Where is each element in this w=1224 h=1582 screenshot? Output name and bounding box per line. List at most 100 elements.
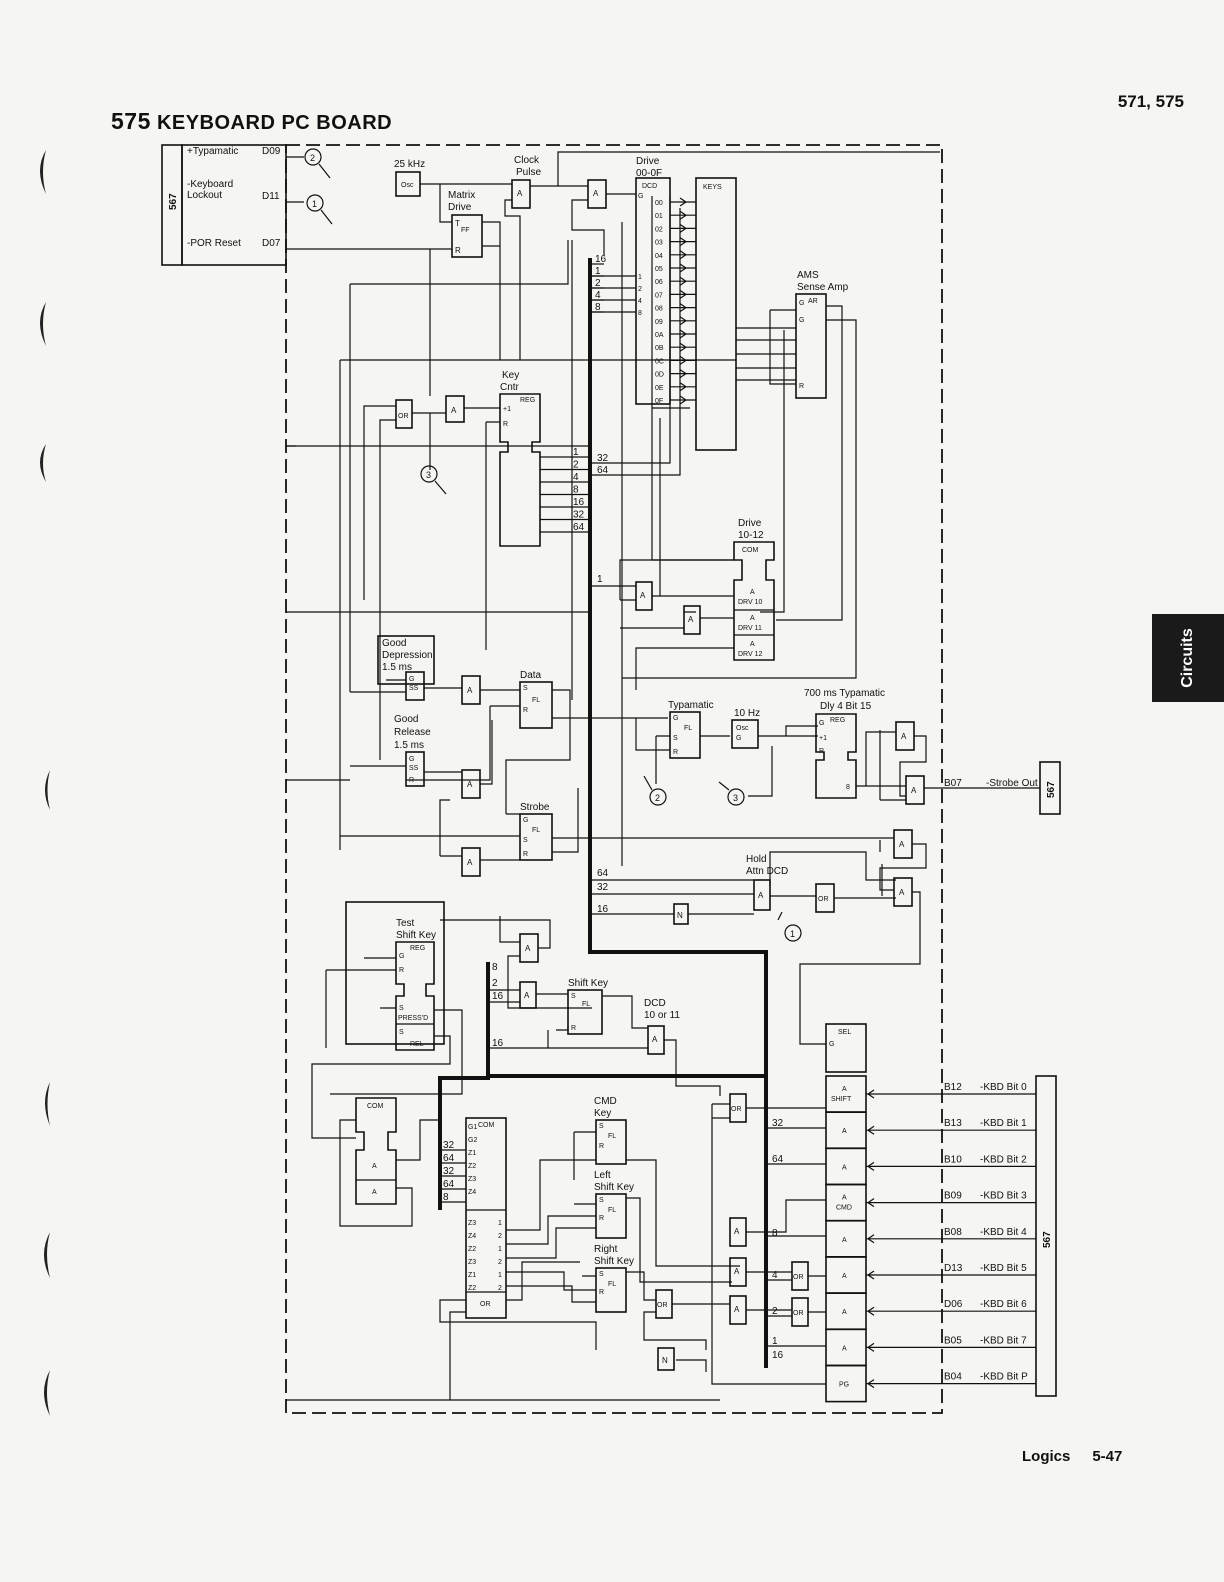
kbd-pin-signal: -KBD Bit 0 [980, 1082, 1027, 1093]
svg-text:OR: OR [398, 413, 409, 420]
com-output-index: 2 [498, 1233, 502, 1240]
svg-text:FL: FL [532, 827, 540, 834]
svg-text:A: A [467, 858, 473, 867]
drive-output-line [670, 276, 696, 286]
output-bit-label: 32 [772, 1118, 784, 1129]
svg-text:Right: Right [594, 1244, 618, 1255]
svg-text:8: 8 [846, 784, 850, 791]
svg-text:A: A [640, 591, 646, 600]
svg-text:+Typamatic: +Typamatic [187, 146, 238, 157]
svg-text:R: R [523, 851, 528, 858]
bus-bit-label: 8 [595, 302, 601, 313]
counter-bit-label: 16 [573, 497, 585, 508]
drive-output-label: 03 [655, 240, 663, 247]
svg-text:Key: Key [502, 370, 519, 381]
svg-text:S: S [523, 837, 528, 844]
drive-output-line [670, 395, 696, 405]
svg-text:1.5 ms: 1.5 ms [394, 740, 424, 751]
kbd-pin-id: D13 [944, 1263, 963, 1274]
counter-bit-label: 2 [573, 460, 579, 471]
drive-output-line [670, 329, 696, 339]
svg-text:2: 2 [492, 978, 498, 989]
com-input-label: Z4 [468, 1189, 476, 1196]
svg-text:Release: Release [394, 727, 431, 738]
drive-output-label: 02 [655, 226, 663, 233]
drive-output-label: 00 [655, 200, 663, 207]
svg-text:A: A [842, 1309, 847, 1316]
svg-text:REG: REG [830, 717, 845, 724]
svg-text:Dly 4 Bit 15: Dly 4 Bit 15 [820, 701, 872, 712]
svg-text:Osc: Osc [401, 182, 414, 189]
model-numbers: 571, 575 [1117, 92, 1184, 111]
svg-text:Shift Key: Shift Key [396, 930, 436, 941]
svg-text:-POR Reset: -POR Reset [187, 238, 241, 249]
svg-text:+1: +1 [819, 735, 827, 742]
drive-output-label: 09 [655, 319, 663, 326]
kbd-pin-id: B04 [944, 1372, 962, 1383]
svg-text:G: G [736, 735, 741, 742]
svg-text:S: S [523, 685, 528, 692]
counter-bit-label: 4 [573, 472, 579, 483]
svg-text:S: S [399, 1005, 404, 1012]
output-bit-label: 4 [772, 1270, 778, 1281]
svg-text:Shift Key: Shift Key [594, 1256, 634, 1267]
drive-output-label: 06 [655, 279, 663, 286]
kbd-pin-signal: -KBD Bit P [980, 1372, 1028, 1383]
svg-text:OR: OR [657, 1302, 668, 1309]
kbd-pin-signal: -KBD Bit 1 [980, 1118, 1027, 1129]
svg-text:A: A [525, 944, 531, 953]
page-title: 575 KEYBOARD PC BOARD [111, 108, 392, 135]
svg-text:OR: OR [480, 1301, 491, 1308]
svg-text:-Strobe Out: -Strobe Out [986, 778, 1038, 789]
svg-text:A: A [842, 1164, 847, 1171]
footer-section: Logics [1022, 1448, 1071, 1465]
kbd-pin-id: B08 [944, 1227, 962, 1238]
svg-text:Good: Good [394, 714, 418, 725]
drive-output-label: 08 [655, 306, 663, 313]
svg-text:Shift Key: Shift Key [568, 978, 608, 989]
svg-text:S: S [673, 735, 678, 742]
com-output-index: 1 [498, 1246, 502, 1253]
svg-text:-Keyboard: -Keyboard [187, 179, 233, 190]
output-bit-label: 8 [772, 1228, 778, 1239]
svg-text:REL: REL [410, 1041, 424, 1048]
com-output-index: 1 [498, 1220, 502, 1227]
svg-text:R: R [409, 777, 414, 784]
svg-text:R: R [523, 707, 528, 714]
com-output-label: Z1 [468, 1272, 476, 1279]
svg-text:00-0F: 00-0F [636, 168, 662, 179]
select-gate [825, 1075, 867, 1113]
drive-output-line [670, 197, 696, 207]
drive-input-label: 2 [638, 286, 642, 293]
counter-bit-label: 32 [573, 510, 585, 521]
svg-text:2: 2 [655, 793, 660, 803]
svg-text:A: A [652, 1035, 658, 1044]
drive-output-line [670, 289, 696, 299]
svg-text:SS: SS [409, 685, 419, 692]
svg-text:25 kHz: 25 kHz [394, 159, 425, 170]
kbd-pin-signal: -KBD Bit 4 [980, 1227, 1027, 1238]
drive-output-line [670, 210, 696, 220]
svg-text:FL: FL [532, 697, 540, 704]
drive-input-label: 1 [638, 274, 642, 281]
svg-text:R: R [819, 748, 824, 755]
left-connector: 567 +Typamatic D09 -Keyboard Lockout D11… [161, 144, 287, 266]
svg-text:10-12: 10-12 [738, 530, 764, 541]
svg-text:CMD: CMD [594, 1096, 617, 1107]
svg-text:DRV 11: DRV 11 [738, 625, 762, 632]
svg-text:PRESS'D: PRESS'D [398, 1015, 428, 1022]
com-output-index: 2 [498, 1285, 502, 1292]
drive-output-line [670, 263, 696, 273]
kbd-pin-id: B05 [944, 1335, 962, 1346]
svg-text:S: S [399, 1029, 404, 1036]
com-input-label: Z1 [468, 1150, 476, 1157]
com-output-label: Z3 [468, 1220, 476, 1227]
kbd-pin-id: B09 [944, 1191, 962, 1202]
svg-text:Drive: Drive [448, 202, 472, 213]
svg-text:A: A [372, 1189, 377, 1196]
section-tab[interactable]: Circuits [1152, 614, 1224, 702]
svg-text:A: A [842, 1086, 847, 1093]
